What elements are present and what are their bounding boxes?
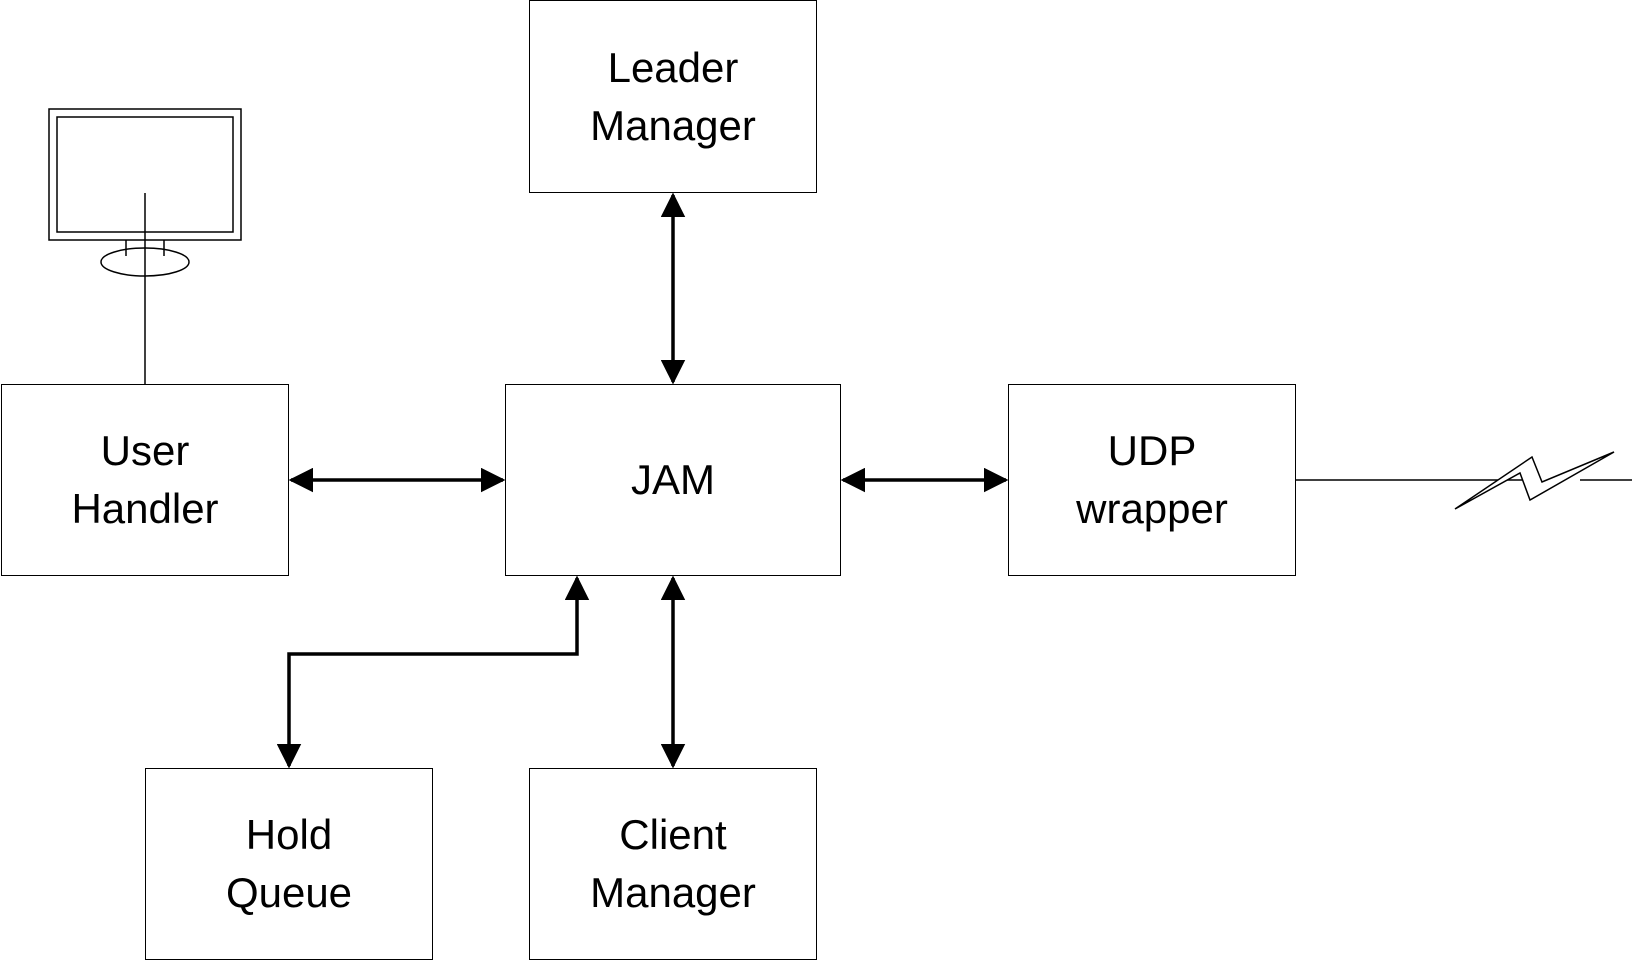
user-handler-box: User Handler [1,384,289,576]
arrow-jam-hold [276,575,590,769]
udp-wrapper-label-line2: wrapper [1076,485,1228,532]
hold-queue-label-line2: Queue [225,869,353,916]
user-handler-label-line1: User [100,427,190,474]
leader-manager-box: Leader Manager [529,0,817,193]
udp-wrapper-label-line1: UDP [1107,427,1197,474]
client-manager-box: Client Manager [529,768,817,960]
hold-queue-label-line1: Hold [245,811,333,858]
udp-wrapper-box: UDP wrapper [1008,384,1296,576]
hold-queue-box: Hold Queue [145,768,433,960]
client-manager-label-line1: Client [619,811,727,858]
jam-label: JAM [631,456,715,503]
client-manager-label-line2: Manager [590,869,756,916]
lightning-link-icon [1454,451,1615,510]
leader-manager-label-line2: Manager [590,101,756,149]
jam-box: JAM [505,384,841,576]
leader-manager-label-line1: Leader [607,43,739,91]
user-handler-label-line2: Handler [71,485,219,532]
